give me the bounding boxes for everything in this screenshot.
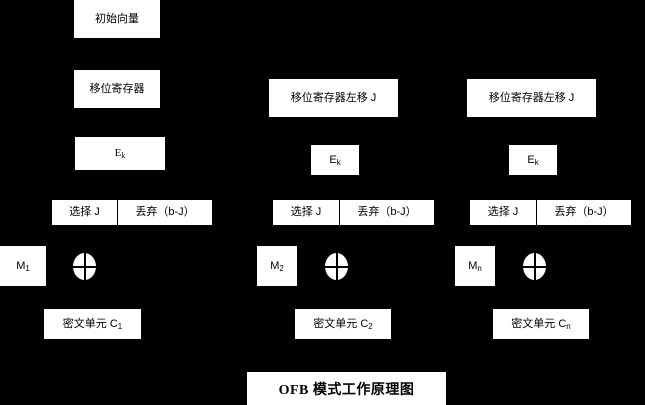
ciphertext-box-3: 密文单元 Cn (493, 309, 589, 339)
ciphertext-label-1: 密文单元 C1 (62, 317, 123, 331)
shift-register-label-3: 移位寄存器左移 J (488, 91, 575, 104)
plaintext-label-2: M2 (270, 259, 284, 273)
encrypt-label-1: Ek (114, 147, 126, 161)
encrypt-label-3: Ek (527, 153, 539, 167)
select-label-1: 选择 J (69, 206, 100, 218)
encrypt-box-1: Ek (75, 137, 165, 170)
ciphertext-label-3: 密文单元 Cn (511, 317, 571, 331)
plaintext-box-1: M1 (0, 246, 46, 286)
encrypt-box-2: Ek (311, 145, 359, 175)
plaintext-box-3: Mn (455, 246, 495, 286)
xor-operator-3 (523, 253, 546, 280)
xor-horizontal-line-2 (325, 265, 348, 268)
shift-register-box-1: 移位寄存器 (74, 70, 160, 108)
discard-box-2: 丢弃（b-J） (340, 200, 434, 225)
discard-label-2: 丢弃（b-J） (357, 206, 417, 218)
diagram-title-label: OFB 模式工作原理图 (278, 382, 415, 398)
xor-operator-1 (73, 253, 96, 280)
plaintext-label-1: M1 (16, 259, 30, 273)
plaintext-label-3: Mn (468, 259, 482, 273)
select-label-2: 选择 J (290, 206, 322, 218)
plaintext-box-2: M2 (257, 246, 297, 286)
discard-box-3: 丢弃（b-J） (537, 200, 631, 225)
ciphertext-box-1: 密文单元 C1 (44, 309, 141, 339)
ciphertext-box-2: 密文单元 C2 (295, 309, 391, 339)
xor-operator-2 (325, 253, 348, 280)
encrypt-label-2: Ek (329, 153, 341, 167)
discard-box-1: 丢弃（b-J） (118, 200, 212, 225)
discard-label-1: 丢弃（b-J） (135, 206, 195, 218)
select-box-2: 选择 J (273, 200, 339, 225)
initial-vector-box: 初始向量 (74, 0, 160, 38)
select-label-3: 选择 J (487, 206, 519, 218)
xor-horizontal-line-3 (523, 265, 546, 268)
encrypt-box-3: Ek (509, 145, 557, 175)
ciphertext-label-2: 密文单元 C2 (313, 317, 373, 331)
shift-register-box-3: 移位寄存器左移 J (467, 79, 596, 117)
select-box-3: 选择 J (470, 200, 536, 225)
shift-register-label-2: 移位寄存器左移 J (290, 91, 377, 104)
shift-register-box-2: 移位寄存器左移 J (269, 79, 398, 117)
select-box-1: 选择 J (52, 200, 117, 225)
xor-horizontal-line-1 (73, 265, 96, 268)
initial-vector-label: 初始向量 (95, 12, 139, 25)
diagram-title: OFB 模式工作原理图 (247, 372, 446, 405)
shift-register-label-1: 移位寄存器 (89, 82, 145, 95)
discard-label-3: 丢弃（b-J） (554, 206, 614, 218)
